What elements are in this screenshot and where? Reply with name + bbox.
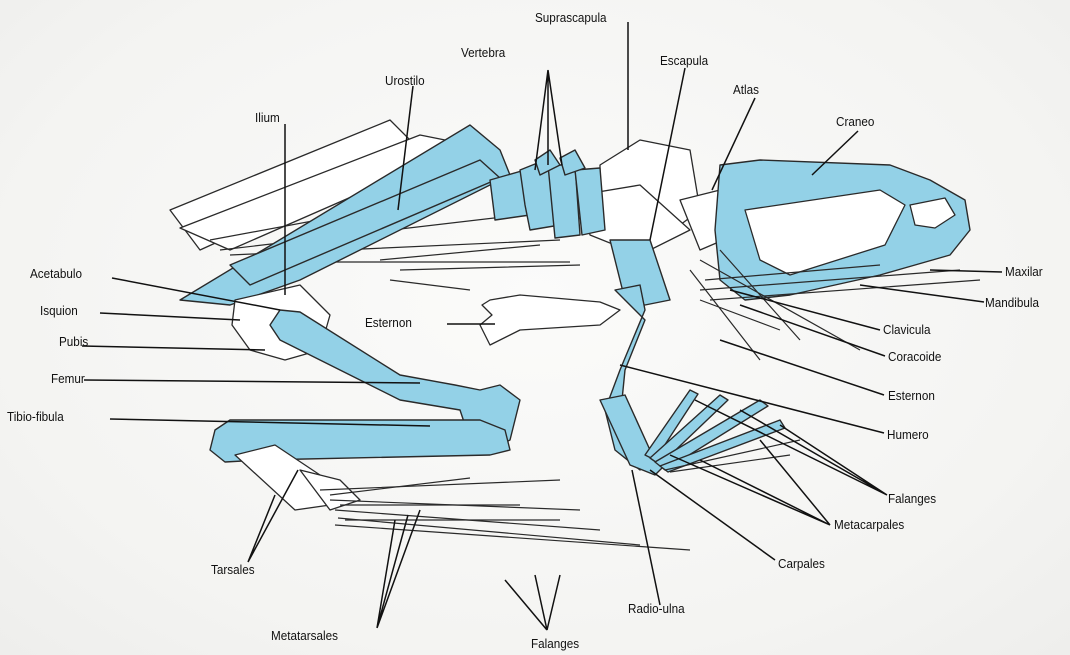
label-atlas: Atlas (733, 82, 759, 97)
label-escapula: Escapula (660, 53, 708, 68)
label-maxilar: Maxilar (1005, 264, 1043, 279)
label-urostilo: Urostilo (385, 73, 425, 88)
label-acetabulo: Acetabulo (30, 266, 82, 281)
label-esternon-right: Esternon (888, 388, 935, 403)
label-isquion: Isquion (40, 303, 78, 318)
label-falanges-hind: Falanges (531, 636, 579, 651)
label-femur: Femur (51, 371, 85, 386)
sternum (480, 295, 620, 345)
label-craneo: Craneo (836, 114, 874, 129)
label-tarsales: Tarsales (211, 562, 255, 577)
label-metatarsales: Metatarsales (271, 628, 338, 643)
label-pubis: Pubis (59, 334, 88, 349)
label-radio-ulna: Radio-ulna (628, 601, 685, 616)
label-tibio-fibula: Tibio-fibula (7, 409, 64, 424)
label-esternon-left: Esternon (365, 315, 412, 330)
label-humero: Humero (887, 427, 929, 442)
label-coracoide: Coracoide (888, 349, 941, 364)
label-suprascapula: Suprascapula (535, 10, 607, 25)
label-clavicula: Clavicula (883, 322, 930, 337)
label-mandibula: Mandibula (985, 295, 1039, 310)
far-shoulder (580, 140, 735, 255)
label-ilium: Ilium (255, 110, 280, 125)
label-carpales: Carpales (778, 556, 825, 571)
label-metacarpales: Metacarpales (834, 517, 904, 532)
label-falanges-fore: Falanges (888, 491, 936, 506)
label-vertebra: Vertebra (461, 45, 505, 60)
hind-foot (235, 445, 690, 550)
